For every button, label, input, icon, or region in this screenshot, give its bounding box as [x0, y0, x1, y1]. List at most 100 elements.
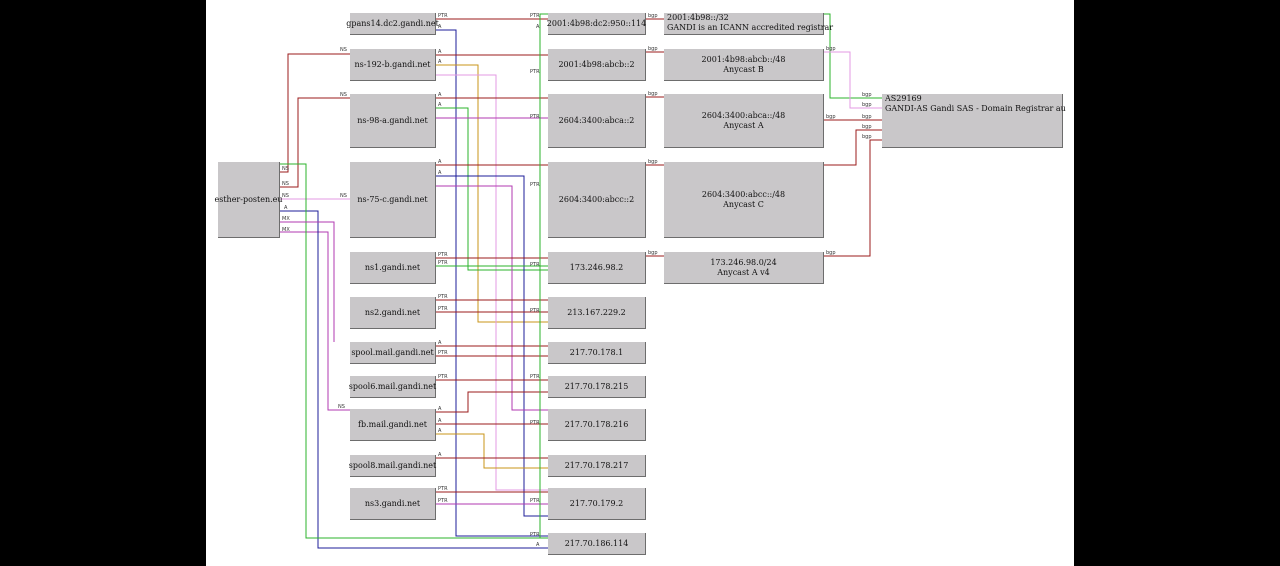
bgp-edge-32-as — [824, 13, 882, 99]
as-node-29169[interactable]: AS29169 GANDI-AS Gandi SAS - Domain Regi… — [882, 94, 1066, 148]
prefix-description: Anycast A — [723, 120, 764, 130]
edge-label-a: A — [438, 428, 442, 434]
host-node-ns3[interactable]: ns3.gandi.net — [350, 488, 436, 520]
host-node-spool8-mail[interactable]: spool8.mail.gandi.net — [349, 455, 436, 477]
host-node-spool-mail[interactable]: spool.mail.gandi.net — [350, 342, 436, 364]
edge-label-ptr: PTR — [438, 306, 448, 312]
edge-label-ptr: PTR — [438, 374, 448, 380]
ptr-edge-ns-75-c — [436, 185, 548, 411]
edge-label-bgp: bgp — [862, 102, 872, 108]
edge-label-bgp: bgp — [862, 92, 872, 98]
edge-label-a: A — [438, 159, 442, 165]
edge-label-ptr: PTR — [530, 374, 540, 380]
edge-label-mx: MX — [282, 227, 290, 233]
edge-label-bgp: bgp — [648, 250, 658, 256]
as-number: AS29169 — [885, 94, 922, 103]
a-edge-ns-192-b-v4 — [436, 64, 548, 323]
edge-label-a: A — [284, 205, 288, 211]
edge-label-ptr: PTR — [530, 308, 540, 314]
edge-label-ptr: PTR — [438, 294, 448, 300]
edge-label-a: A — [438, 102, 442, 108]
host-node-ns-75-c[interactable]: ns-75-c.gandi.net — [350, 162, 436, 238]
edge-label-a: A — [438, 170, 442, 176]
ns-edge-ns-192-b — [280, 53, 350, 173]
aaaa-edge-ns-192-b — [436, 74, 548, 491]
prefix-node-anycast-c[interactable]: 2604:3400:abcc::/48 Anycast C — [664, 162, 824, 238]
mx-edge-green — [280, 163, 548, 539]
a-edge-fb — [436, 391, 548, 413]
ip-node-217-70-179-2[interactable]: 217.70.179.2 — [548, 488, 646, 520]
host-node-ns2[interactable]: ns2.gandi.net — [350, 297, 436, 329]
edge-label-ns: NS — [340, 193, 347, 199]
edge-label-a: A — [438, 49, 442, 55]
edge-label-bgp: bgp — [826, 250, 836, 256]
edge-label-ptr: PTR — [530, 182, 540, 188]
edge-label-bgp: bgp — [826, 46, 836, 52]
edge-label-a: A — [438, 418, 442, 424]
edge-label-ns: NS — [282, 193, 289, 199]
edge-label-ns: NS — [282, 166, 289, 172]
ip-node-217-70-186-114[interactable]: 217.70.186.114 — [548, 533, 646, 555]
prefix-description: Anycast B — [723, 64, 764, 74]
edge-label-a: A — [438, 92, 442, 98]
edge-label-ptr: PTR — [438, 260, 448, 266]
prefix-label: 2604:3400:abca::/48 — [701, 110, 786, 120]
edge-label-ns: NS — [340, 92, 347, 98]
a-edge-gpans14 — [436, 29, 548, 537]
host-node-ns-192-b[interactable]: ns-192-b.gandi.net — [350, 49, 436, 81]
ip-node-217-70-178-216[interactable]: 217.70.178.216 — [548, 409, 646, 441]
edge-label-bgp: bgp — [862, 134, 872, 140]
host-node-ns1[interactable]: ns1.gandi.net — [350, 252, 436, 284]
prefix-description: Anycast A v4 — [717, 267, 770, 277]
edge-label-bgp: bgp — [648, 91, 658, 97]
a-edge-ns-98-a-v4 — [436, 107, 548, 271]
host-node-fb-mail[interactable]: fb.mail.gandi.net — [350, 409, 436, 441]
host-node-gpans14[interactable]: gpans14.dc2.gandi.net — [346, 13, 439, 35]
edge-label-bgp: bgp — [648, 13, 658, 19]
edge-label-ptr: PTR — [530, 498, 540, 504]
edge-label-ptr: PTR — [438, 252, 448, 258]
edge-label-a: A — [536, 542, 540, 548]
bgp-edge-c-as — [824, 129, 882, 166]
ip-node-173-246-98-2[interactable]: 173.246.98.2 — [548, 252, 646, 284]
host-node-spool6-mail[interactable]: spool6.mail.gandi.net — [349, 376, 436, 398]
edge-label-ptr: PTR — [530, 532, 540, 538]
prefix-node-anycast-b[interactable]: 2001:4b98:abcb::/48 Anycast B — [664, 49, 824, 81]
prefix-label: 2001:4b98:abcb::/48 — [701, 54, 786, 64]
ip-node-217-70-178-215[interactable]: 217.70.178.215 — [548, 376, 646, 398]
bgp-edge-v4-as — [824, 139, 882, 257]
edge-label-a: A — [438, 340, 442, 346]
as-description: GANDI-AS Gandi SAS - Domain Registrar au — [885, 104, 1066, 113]
mx-edge-spool — [280, 221, 335, 342]
ip-node-2604-3400-abcc[interactable]: 2604:3400:abcc::2 — [548, 162, 646, 238]
edge-label-bgp: bgp — [648, 159, 658, 165]
edge-label-ns: NS — [338, 404, 345, 410]
prefix-node-2001-4b98-32[interactable]: 2001:4b98::/32 GANDI is an ICANN accredi… — [664, 13, 833, 35]
ip-node-2001-4b98-abcb[interactable]: 2001:4b98:abcb::2 — [548, 49, 646, 81]
ns-edge-ns-98-a — [280, 97, 350, 188]
prefix-node-anycast-a-v4[interactable]: 173.246.98.0/24 Anycast A v4 — [664, 252, 824, 284]
ip-node-2604-3400-abca[interactable]: 2604:3400:abca::2 — [548, 94, 646, 148]
edge-label-bgp: bgp — [862, 114, 872, 120]
ip-node-2001-4b98-dc2[interactable]: 2001:4b98:dc2:950::114 — [547, 13, 646, 35]
edge-label-ptr: PTR — [530, 420, 540, 426]
edge-label-a: A — [438, 452, 442, 458]
ip-node-217-70-178-217[interactable]: 217.70.178.217 — [548, 455, 646, 477]
ns-edge-fb — [280, 231, 350, 411]
ip-node-213-167-229-2[interactable]: 213.167.229.2 — [548, 297, 646, 329]
mx-edge-217-70-186-114 — [280, 210, 548, 549]
host-node-ns-98-a[interactable]: ns-98-a.gandi.net — [350, 94, 436, 148]
edge-label-ns: NS — [340, 47, 347, 53]
ip-node-217-70-178-1[interactable]: 217.70.178.1 — [548, 342, 646, 364]
edge-label-a: A — [438, 24, 442, 30]
edge-label-bgp: bgp — [862, 124, 872, 130]
domain-node-esther-posten[interactable]: esther-posten.eu — [214, 162, 283, 238]
edge-label-bgp: bgp — [826, 114, 836, 120]
prefix-node-anycast-a[interactable]: 2604:3400:abca::/48 Anycast A — [664, 94, 824, 148]
a-edge-fb-v4 — [436, 433, 548, 469]
edge-label-ptr: PTR — [438, 13, 448, 19]
prefix-label: 2604:3400:abcc::/48 — [701, 189, 786, 199]
green-backbone — [539, 13, 548, 538]
edge-label-ptr: PTR — [530, 114, 540, 120]
